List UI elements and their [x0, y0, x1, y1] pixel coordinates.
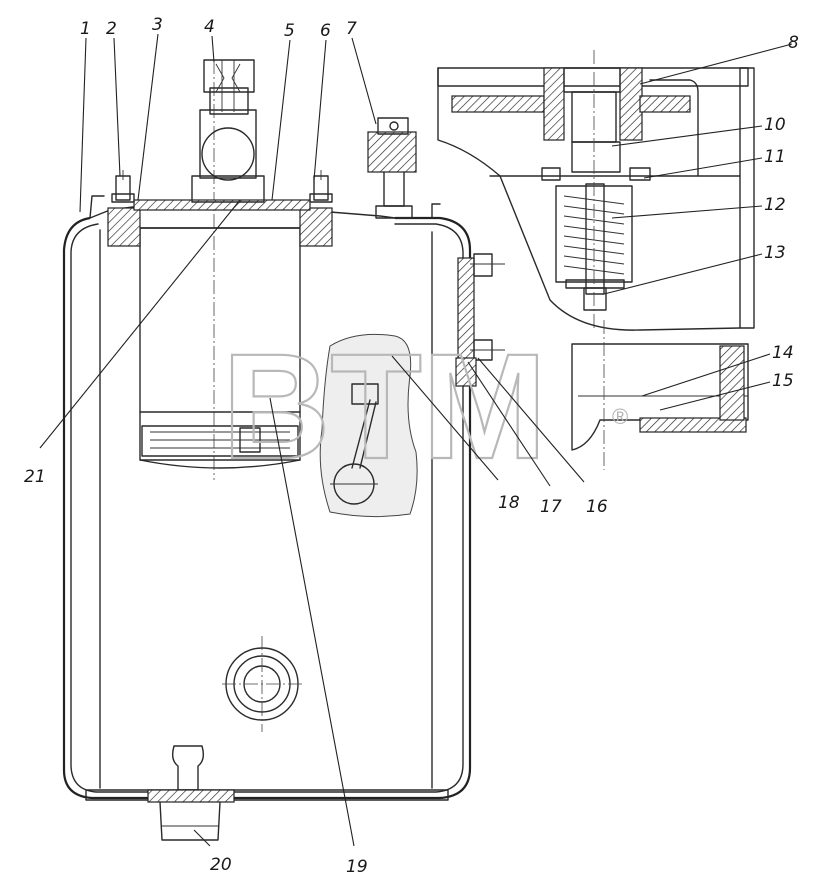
- callout-7: 7: [346, 19, 357, 39]
- watermark-registered-mark: ®: [612, 404, 628, 429]
- callout-20: 20: [210, 855, 232, 875]
- valve-detail: [437, 50, 755, 470]
- callout-14: 14: [772, 343, 794, 363]
- callout-13: 13: [764, 243, 786, 263]
- leader-lines: [39, 33, 793, 847]
- callout-17: 17: [540, 497, 562, 517]
- callout-8: 8: [788, 33, 799, 53]
- watermark: BTM ®: [221, 321, 628, 491]
- callout-labels: 1 2 3 4 5 6 7 8 10 11 12 13 14 15 16 17 …: [24, 15, 799, 877]
- drain-port: [222, 636, 302, 732]
- cutaway-float: [319, 333, 418, 518]
- filter-cylinder: [107, 199, 333, 469]
- callout-5: 5: [284, 21, 295, 41]
- filler-neck: [191, 59, 265, 203]
- callout-2: 2: [106, 19, 117, 39]
- callout-15: 15: [772, 371, 794, 391]
- callout-12: 12: [764, 195, 786, 215]
- callout-18: 18: [498, 493, 520, 513]
- callout-16: 16: [586, 497, 608, 517]
- callout-10: 10: [764, 115, 786, 135]
- drain-plug: [147, 745, 235, 841]
- callout-1: 1: [80, 19, 91, 39]
- callout-6: 6: [320, 21, 331, 41]
- callout-21: 21: [24, 467, 46, 487]
- callout-11: 11: [764, 147, 786, 167]
- watermark-text: BTM: [222, 322, 547, 490]
- breather-valve: [367, 117, 417, 219]
- callout-19: 19: [346, 857, 368, 877]
- flange-bolts: [89, 170, 441, 219]
- side-flange: [455, 253, 505, 387]
- callout-3: 3: [152, 15, 163, 35]
- callout-4: 4: [204, 17, 215, 37]
